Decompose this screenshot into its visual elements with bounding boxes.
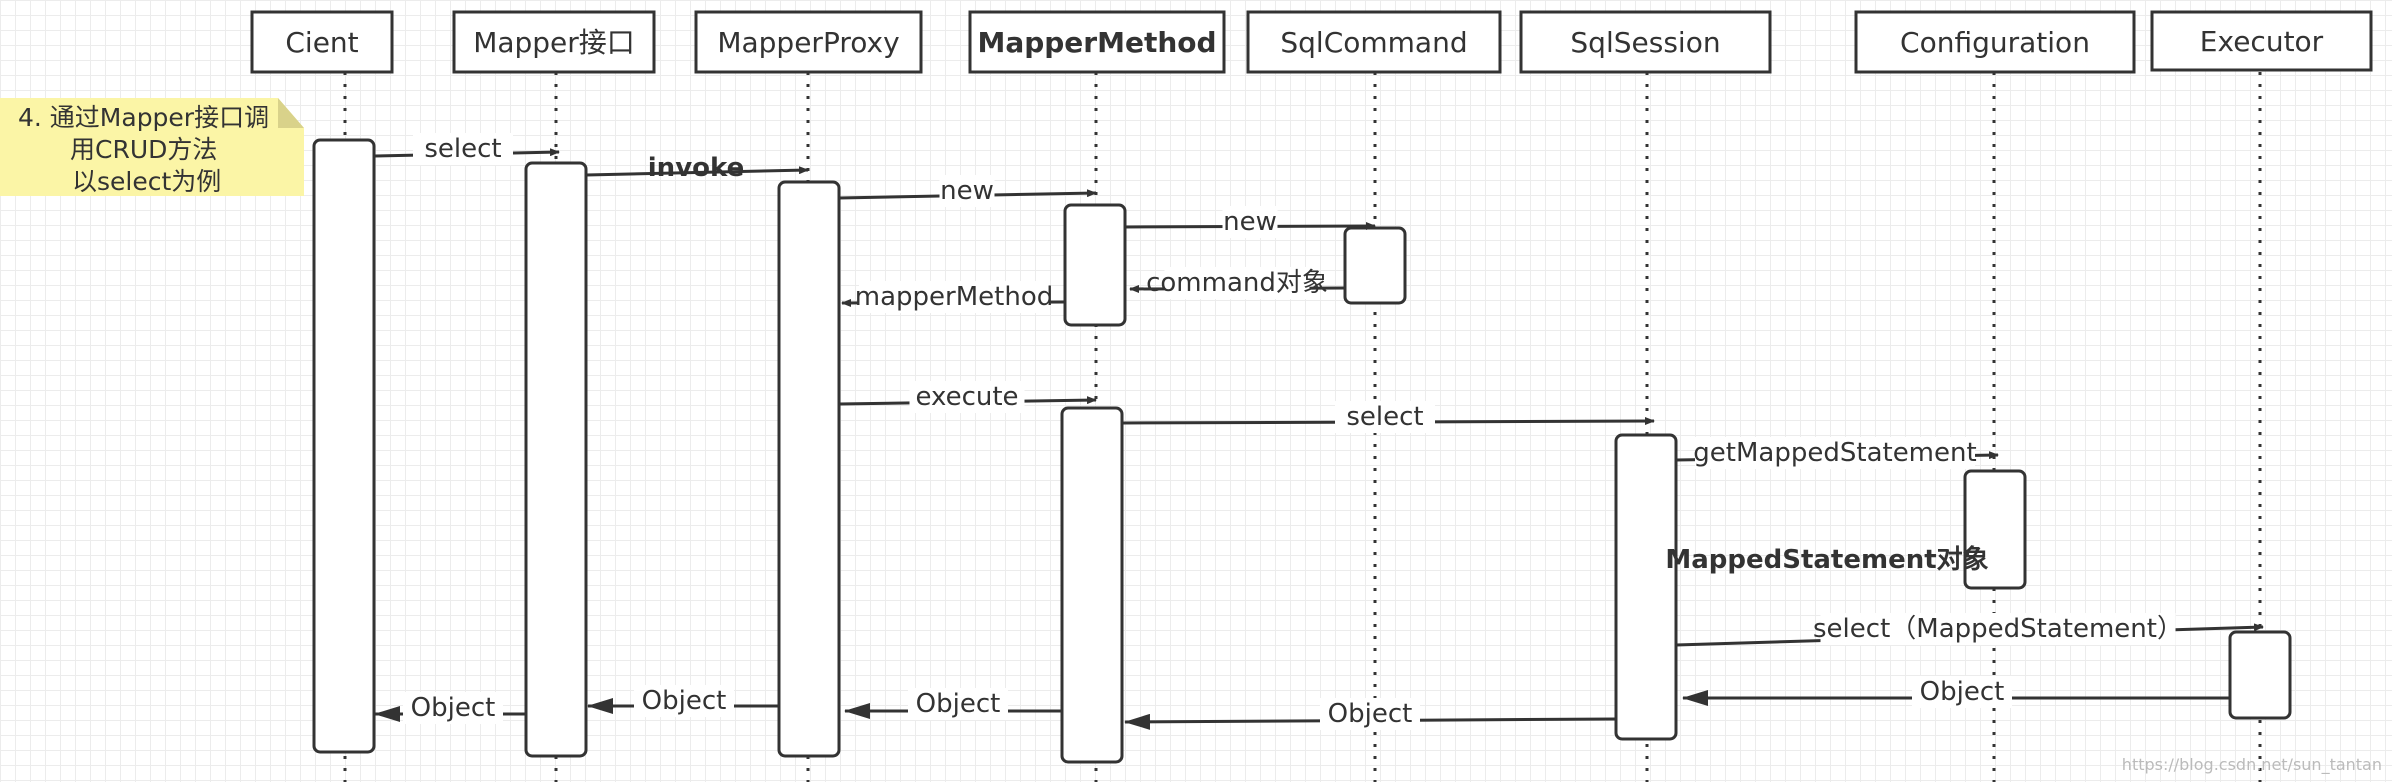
activation-bar-client-1 xyxy=(312,138,376,754)
message-4-new: new xyxy=(1124,206,1376,238)
message-8-select-label-bg xyxy=(1335,401,1435,433)
message-12-object: Object xyxy=(1682,676,2230,708)
participant-label-client: Cient xyxy=(285,26,358,59)
participant-label-proxy: MapperProxy xyxy=(717,26,899,59)
activation-bar-sqlcommand-5 xyxy=(1343,226,1407,305)
participant-sqlcommand: SqlCommand xyxy=(1246,10,1502,74)
message-12-object-label-bg xyxy=(1912,676,2012,708)
message-2-invoke-label: invoke xyxy=(648,153,744,183)
participant-box-sqlsession xyxy=(1519,10,1772,74)
participant-box-configuration xyxy=(1854,10,2136,74)
message-16-object: Object xyxy=(374,692,526,724)
message-15-object-label: Object xyxy=(642,686,727,716)
message-13-object: Object xyxy=(1124,698,1617,730)
message-6-mappermethod-label: mapperMethod xyxy=(855,282,1053,312)
activation-bar-sqlsession-7 xyxy=(1614,433,1678,741)
participant-executor: Executor xyxy=(2150,10,2373,72)
participant-label-sqlsession: SqlSession xyxy=(1570,26,1720,59)
participant-label-mapper: Mapper接口 xyxy=(473,26,635,59)
message-14-object-label-bg xyxy=(908,688,1008,720)
message-11-select-mappedstatement: select（MappedStatement） xyxy=(1675,613,2264,647)
message-12-object-label: Object xyxy=(1920,677,2005,707)
message-11-select-mappedstatement-label: select（MappedStatement） xyxy=(1813,614,2183,644)
message-1-select-label: select xyxy=(424,134,501,164)
message-9-getmappedstatement: getMappedStatement xyxy=(1675,437,1999,469)
activation-bar-mapper-2 xyxy=(524,161,588,758)
participant-label-configuration: Configuration xyxy=(1900,26,2090,59)
participant-label-sqlcommand: SqlCommand xyxy=(1280,26,1467,59)
participant-method: MapperMethod xyxy=(968,10,1226,74)
message-7-execute: execute xyxy=(838,381,1097,413)
message-7-execute-label: execute xyxy=(915,382,1018,412)
participant-box-client xyxy=(250,10,394,74)
participant-box-proxy xyxy=(694,10,923,74)
message-3-new-label-bg xyxy=(939,175,995,207)
message-8-select-label: select xyxy=(1346,402,1423,432)
participant-box-mapper xyxy=(452,10,656,74)
message-13-object-label-bg xyxy=(1320,698,1420,730)
message-2-invoke: invoke xyxy=(585,153,809,183)
message-10-mappedstatement: MappedStatement对象 xyxy=(1665,544,1988,575)
participant-box-executor xyxy=(2150,10,2373,72)
annotation-note xyxy=(0,98,304,196)
note-line-3: 以select为例 xyxy=(72,167,221,196)
activation-bar-method-4 xyxy=(1063,203,1127,327)
message-3-new-label: new xyxy=(940,176,994,206)
message-4-new-label: new xyxy=(1223,207,1277,237)
participant-proxy: MapperProxy xyxy=(694,10,923,74)
participant-mapper: Mapper接口 xyxy=(452,10,656,74)
message-5-command: command对象 xyxy=(1129,267,1346,299)
message-5-command-label: command对象 xyxy=(1146,268,1328,298)
message-14-object-label: Object xyxy=(916,689,1001,719)
message-15-object: Object xyxy=(587,685,779,717)
participant-configuration: Configuration xyxy=(1854,10,2136,74)
message-3-new: new xyxy=(838,175,1097,207)
message-5-command-label-bg xyxy=(1164,267,1310,299)
message-11-select-mappedstatement-label-bg xyxy=(1820,613,2176,645)
message-1-select-label-bg xyxy=(413,133,513,165)
message-16-object-label: Object xyxy=(411,693,496,723)
participant-box-method xyxy=(968,10,1226,74)
activation-bar-method-6 xyxy=(1060,406,1124,764)
message-16-object-label-bg xyxy=(403,692,503,724)
message-4-new-label-bg xyxy=(1222,206,1278,238)
message-15-object-label-bg xyxy=(634,685,734,717)
message-6-mappermethod-label-bg xyxy=(859,281,1049,313)
message-10-mappedstatement-label: MappedStatement对象 xyxy=(1665,544,1988,575)
message-7-execute-label-bg xyxy=(909,381,1025,413)
note-fold xyxy=(278,98,304,128)
message-1-select: select xyxy=(373,133,560,165)
participant-label-method: MapperMethod xyxy=(977,26,1216,59)
message-2-invoke-arrow xyxy=(585,166,809,177)
activation-bar-configuration-8 xyxy=(1963,469,2027,590)
note-line-2: 用CRUD方法 xyxy=(70,135,217,164)
participant-label-executor: Executor xyxy=(2200,25,2324,58)
activation-bar-executor-9 xyxy=(2228,630,2292,720)
participant-client: Cient xyxy=(250,10,394,74)
message-14-object: Object xyxy=(844,688,1062,720)
message-9-getmappedstatement-label-bg xyxy=(1695,437,1975,469)
message-9-getmappedstatement-label: getMappedStatement xyxy=(1693,438,1976,468)
activation-bar-proxy-3 xyxy=(777,180,841,758)
message-8-select: select xyxy=(1121,401,1655,433)
participant-sqlsession: SqlSession xyxy=(1519,10,1772,74)
note-line-1: 4. 通过Mapper接口调 xyxy=(18,103,269,132)
message-6-mappermethod: mapperMethod xyxy=(841,281,1066,313)
watermark: https://blog.csdn.net/sun_tantan xyxy=(2122,755,2382,775)
message-13-object-label: Object xyxy=(1328,699,1413,729)
